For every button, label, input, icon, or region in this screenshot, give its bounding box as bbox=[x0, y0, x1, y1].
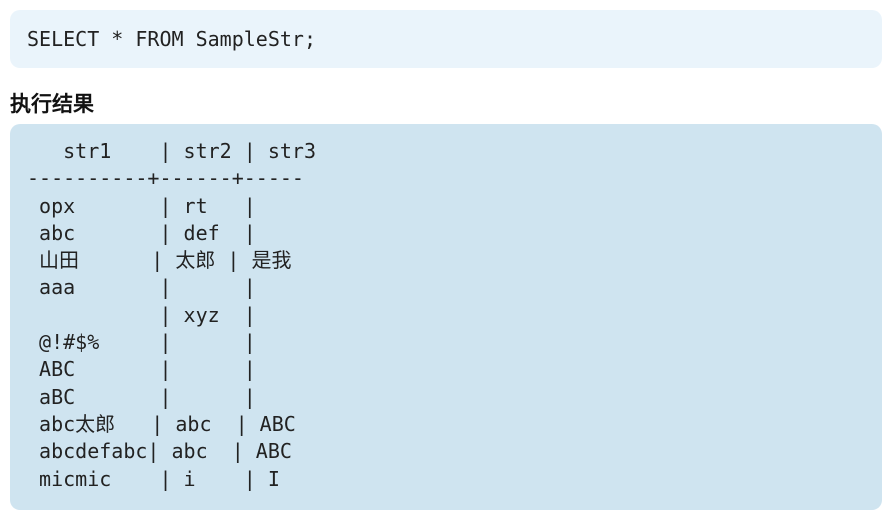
result-header-row: str1 | str2 | str3 bbox=[27, 139, 316, 163]
result-row: abc | def | bbox=[27, 220, 256, 245]
result-table: str1 | str2 | str3 ----------+------+---… bbox=[27, 138, 316, 493]
result-row: 山田 | 太郎 | 是我 bbox=[27, 248, 292, 273]
result-row: | xyz | bbox=[27, 302, 256, 327]
result-row: aBC | | bbox=[27, 384, 256, 409]
result-row: micmic | i | I bbox=[27, 466, 280, 491]
sql-query-text: SELECT * FROM SampleStr; bbox=[27, 27, 316, 51]
result-row: @!#$% | | bbox=[27, 330, 256, 355]
result-row: abcdefabc| abc | ABC bbox=[27, 439, 292, 464]
result-heading: 执行结果 bbox=[10, 92, 94, 116]
result-row: ABC | | bbox=[27, 357, 256, 382]
result-block: str1 | str2 | str3 ----------+------+---… bbox=[10, 124, 882, 510]
result-row: aaa | | bbox=[27, 275, 256, 300]
result-row: opx | rt | bbox=[27, 193, 256, 218]
result-row: abc太郎 | abc | ABC bbox=[27, 411, 296, 436]
result-separator-row: ----------+------+----- bbox=[27, 166, 304, 191]
sql-query-block: SELECT * FROM SampleStr; bbox=[10, 10, 882, 68]
